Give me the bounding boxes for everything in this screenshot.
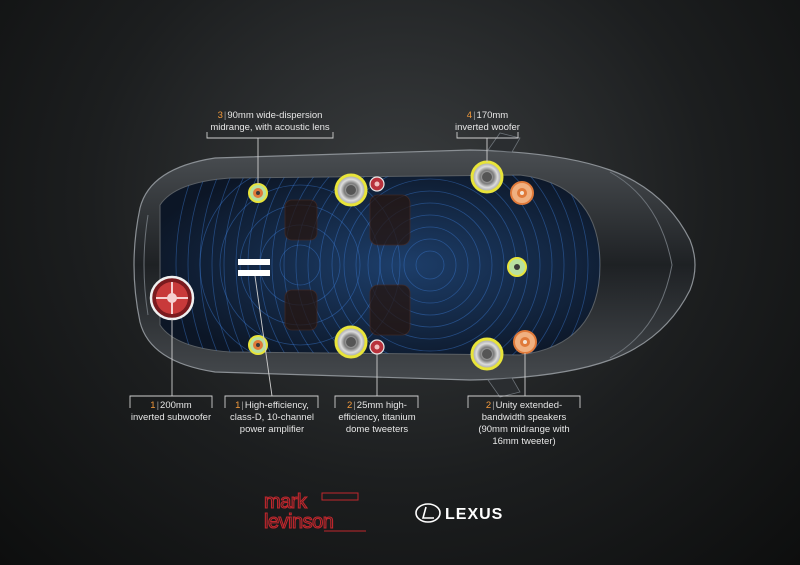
rear-door-woofer-top — [334, 173, 368, 207]
rear-midrange-speaker-top — [248, 183, 268, 203]
callout-tweeters: 2|25mm high- efficiency, titanium dome t… — [328, 400, 426, 436]
front-door-woofer-bottom — [470, 337, 504, 371]
unity-speaker-top — [510, 181, 534, 205]
callout-tweeters-line2: efficiency, titanium — [338, 412, 416, 423]
amplifier-icon — [238, 259, 270, 276]
subwoofer-icon — [149, 275, 195, 321]
rear-door-woofer-bottom — [334, 325, 368, 359]
callout-unity: 2|Unity extended- bandwidth speakers (90… — [466, 400, 582, 448]
callout-woofer-number: 4 — [466, 110, 473, 121]
callout-amplifier-line2: class-D, 10-channel — [230, 412, 314, 423]
sound-waves — [175, 175, 600, 355]
unity-speaker-bottom — [513, 330, 537, 354]
callout-lines — [129, 132, 581, 408]
svg-text:levinson: levinson — [264, 511, 333, 533]
tweeter-bottom — [369, 339, 385, 355]
svg-text:LEXUS: LEXUS — [445, 506, 503, 523]
callout-midrange-number: 3 — [217, 110, 223, 121]
callout-woofer: 4|170mm inverted woofer — [440, 110, 535, 134]
callout-subwoofer-line2: inverted subwoofer — [130, 412, 212, 423]
callout-amplifier: 1|High-efficiency, class-D, 10-channel p… — [222, 400, 322, 436]
callout-unity-line3: (90mm midrange with — [478, 424, 570, 435]
rear-midrange-speaker-bottom — [248, 335, 268, 355]
callout-unity-number: 2 — [485, 400, 492, 411]
callout-woofer-line1: 170mm — [476, 110, 509, 121]
mark-levinson-logo: mark levinson — [262, 488, 372, 534]
callout-subwoofer-number: 1 — [150, 400, 156, 411]
callout-tweeters-line1: 25mm high- — [356, 400, 407, 411]
svg-text:mark: mark — [264, 491, 308, 513]
callout-midrange-line1: 90mm wide-dispersion — [227, 110, 323, 121]
callout-unity-line2: bandwidth speakers — [481, 412, 567, 423]
callout-amplifier-line3: power amplifier — [239, 424, 305, 435]
cabin — [159, 174, 601, 356]
center-dash-speaker — [507, 257, 527, 277]
lexus-logo: LEXUS — [414, 500, 534, 526]
mark-levinson-logo-graphic: mark levinson — [263, 490, 366, 534]
callout-subwoofer: 1|200mm inverted subwoofer — [121, 400, 221, 424]
tweeter-top — [369, 176, 385, 192]
callout-amplifier-line1: High-efficiency, — [244, 400, 309, 411]
callout-tweeters-number: 2 — [347, 400, 353, 411]
callout-midrange: 3|90mm wide-dispersion midrange, with ac… — [190, 110, 350, 134]
callout-unity-line1: Unity extended- — [495, 400, 563, 411]
callout-woofer-line2: inverted woofer — [455, 122, 520, 133]
callout-midrange-line2: midrange, with acoustic lens — [210, 122, 330, 133]
callout-unity-line4: 16mm tweeter) — [492, 436, 556, 447]
lexus-logo-graphic: LEXUS — [415, 503, 503, 523]
front-door-woofer-top — [470, 160, 504, 194]
callout-amplifier-number: 1 — [235, 400, 241, 411]
callout-tweeters-line3: dome tweeters — [345, 424, 409, 435]
seats — [284, 194, 411, 336]
callout-subwoofer-line1: 200mm — [160, 400, 192, 411]
